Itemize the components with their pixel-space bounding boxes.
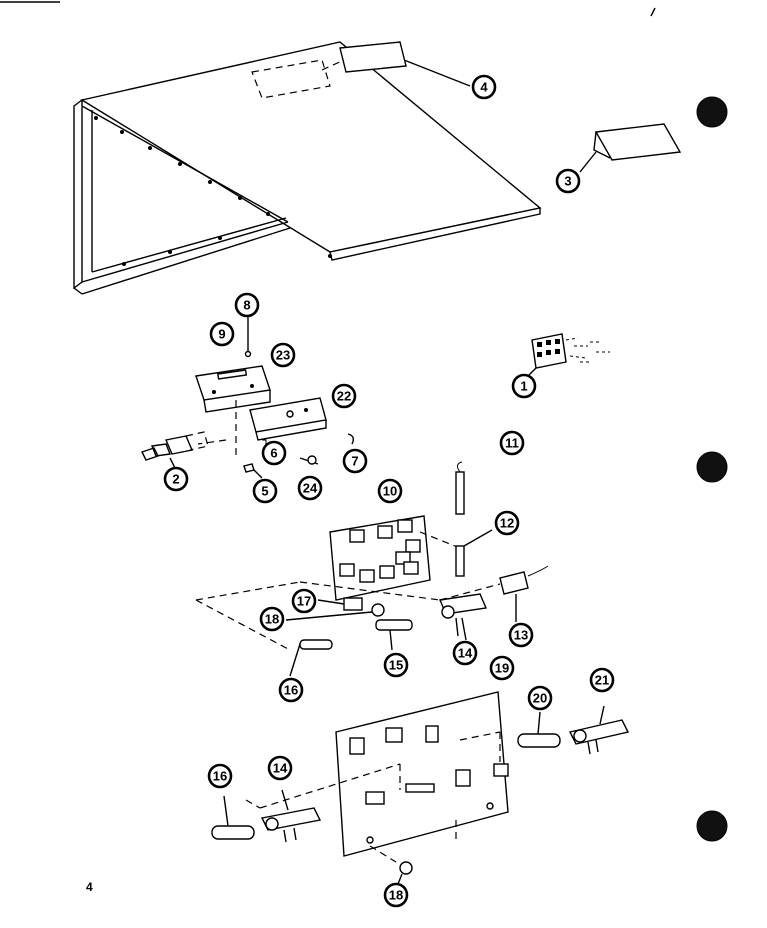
switch-bracket-assembly [141, 316, 355, 479]
svg-text:12: 12 [500, 516, 514, 531]
svg-text:21: 21 [595, 673, 609, 688]
callout-14: 14 [452, 640, 478, 666]
svg-text:5: 5 [261, 484, 268, 499]
control-board-assembly [211, 691, 630, 885]
callout-12: 12 [494, 510, 520, 536]
svg-text:4: 4 [480, 80, 488, 95]
callout-17: 17 [291, 588, 317, 614]
callout-15: 15 [383, 652, 409, 678]
svg-text:18: 18 [265, 612, 279, 627]
svg-text:23: 23 [276, 348, 290, 363]
callout-3: 3 [555, 168, 581, 194]
relay-board-assembly [195, 461, 549, 677]
svg-text:15: 15 [389, 658, 403, 673]
svg-text:9: 9 [218, 327, 225, 342]
svg-text:24: 24 [303, 481, 318, 496]
callout-18-lower: 18 [383, 882, 409, 908]
svg-text:16: 16 [284, 683, 298, 698]
svg-text:17: 17 [297, 594, 311, 609]
callout-7: 7 [342, 448, 368, 474]
callout-23: 23 [270, 342, 296, 368]
top-cover [73, 41, 542, 295]
callout-11: 11 [499, 430, 525, 456]
callout-18: 18 [259, 606, 285, 632]
binding-hole [696, 96, 728, 128]
corner-mark [650, 7, 656, 17]
svg-text:14: 14 [458, 646, 473, 661]
binding-hole [696, 451, 728, 483]
svg-text:2: 2 [172, 472, 179, 487]
svg-text:18: 18 [389, 888, 403, 903]
svg-text:22: 22 [337, 389, 351, 404]
label-plate [321, 41, 471, 87]
svg-text:1: 1 [520, 379, 527, 394]
terminal-block-1 [525, 333, 610, 379]
callout-4: 4 [471, 74, 497, 100]
svg-text:3: 3 [564, 174, 571, 189]
svg-text:16: 16 [213, 769, 227, 784]
callout-9: 9 [209, 321, 235, 347]
callout-1: 1 [511, 373, 537, 399]
svg-text:6: 6 [270, 446, 277, 461]
svg-text:19: 19 [495, 661, 509, 676]
svg-text:7: 7 [351, 454, 358, 469]
callout-10: 10 [377, 478, 403, 504]
callout-16: 16 [278, 677, 304, 703]
callout-8: 8 [234, 292, 260, 318]
svg-text:14: 14 [273, 761, 288, 776]
bracket-3 [579, 123, 682, 173]
callout-2: 2 [163, 466, 189, 492]
callout-14-lower: 14 [267, 755, 293, 781]
svg-text:11: 11 [505, 436, 519, 451]
callout-22: 22 [331, 383, 357, 409]
svg-text:10: 10 [383, 484, 397, 499]
callout-5: 5 [252, 478, 278, 504]
callout-21: 21 [589, 667, 615, 693]
callout-24: 24 [297, 475, 323, 501]
callout-19: 19 [489, 655, 515, 681]
page-number: 4 [86, 880, 93, 894]
callout-6: 6 [261, 440, 287, 466]
callout-20: 20 [527, 685, 553, 711]
callout-13: 13 [508, 622, 534, 648]
svg-text:20: 20 [533, 691, 547, 706]
callout-16-lower: 16 [207, 763, 233, 789]
svg-text:8: 8 [243, 298, 250, 313]
svg-text:13: 13 [514, 628, 528, 643]
binding-hole [696, 810, 728, 842]
